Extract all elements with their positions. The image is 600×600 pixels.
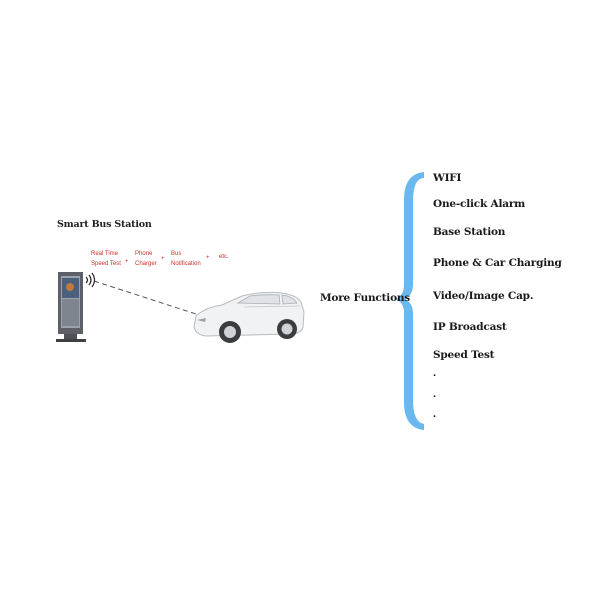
station-title: Smart Bus Station bbox=[57, 219, 152, 230]
feature-speed-test: Real Time Speed Test bbox=[91, 249, 121, 269]
function-item-alarm: One-click Alarm bbox=[433, 198, 526, 210]
more-functions-label: More Functions bbox=[320, 292, 411, 304]
plus-sign: + bbox=[206, 255, 210, 261]
feature-bus-notification: Bus Notification bbox=[171, 249, 201, 269]
ellipsis-dot: · bbox=[433, 370, 437, 382]
feature-line: Speed Test bbox=[91, 261, 121, 267]
ellipsis-dot: · bbox=[433, 391, 437, 403]
function-item-video: Video/Image Cap. bbox=[433, 290, 534, 302]
kiosk-icon bbox=[56, 272, 86, 342]
function-item-charging: Phone & Car Charging bbox=[433, 257, 562, 269]
feature-etc: etc. bbox=[219, 254, 229, 260]
feature-phone-charger: Phone Charger bbox=[135, 249, 157, 269]
plus-sign: + bbox=[161, 256, 165, 262]
brace bbox=[395, 172, 424, 430]
function-item-ip-broadcast: IP Broadcast bbox=[433, 321, 507, 333]
function-item-base-station: Base Station bbox=[433, 226, 506, 238]
function-item-speed-test: Speed Test bbox=[433, 349, 495, 361]
feature-line: Phone bbox=[135, 251, 153, 257]
feature-line: Real Time bbox=[91, 251, 119, 257]
feature-line: Charger bbox=[135, 261, 157, 267]
wireless-signal-icon bbox=[85, 272, 96, 288]
feature-line: Bus bbox=[171, 251, 182, 257]
ellipsis-dot: · bbox=[433, 411, 437, 423]
function-item-wifi: WIFI bbox=[433, 172, 462, 184]
plus-sign: + bbox=[125, 259, 129, 265]
signal-path bbox=[93, 280, 197, 315]
feature-line: Notification bbox=[171, 261, 201, 267]
car-icon bbox=[193, 291, 305, 343]
